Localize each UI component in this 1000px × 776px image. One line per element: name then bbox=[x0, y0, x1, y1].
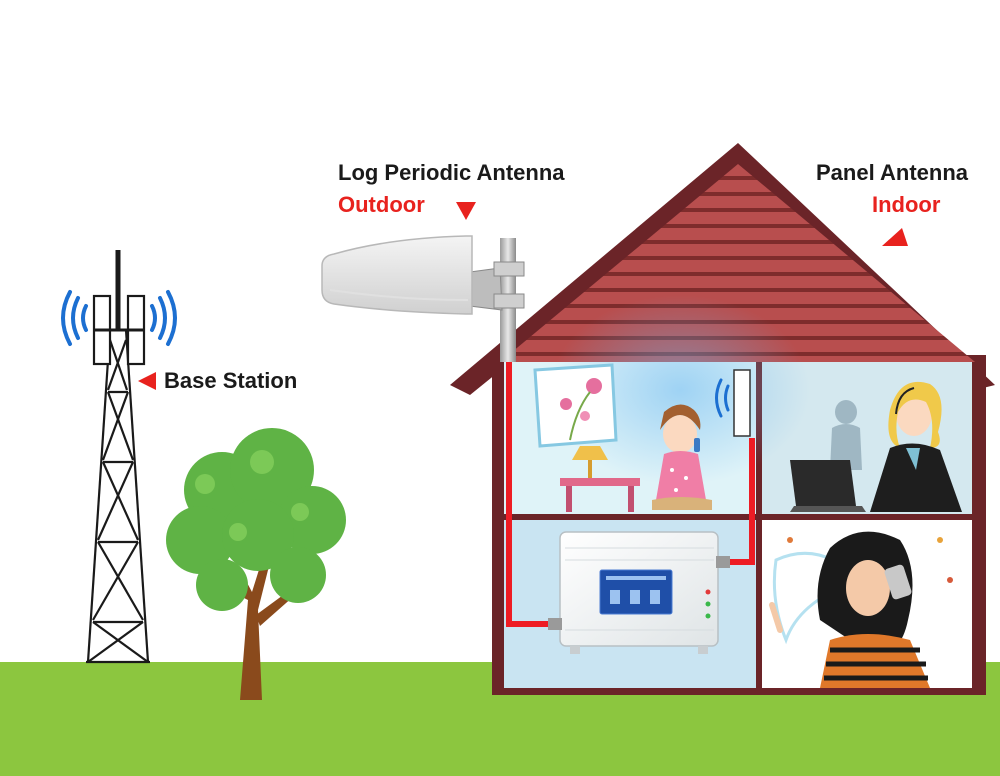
signal-waves-icon bbox=[61, 290, 177, 346]
base-station-label: Base Station bbox=[164, 368, 298, 393]
panel-antenna-device bbox=[733, 369, 751, 437]
indoor-signal-waves-icon bbox=[715, 378, 730, 418]
log-periodic-antenna-label: Log Periodic Antenna bbox=[338, 160, 565, 185]
coax-cable bbox=[506, 352, 755, 627]
bedroom-scene bbox=[769, 531, 953, 688]
signal-booster-device bbox=[548, 531, 730, 654]
tree bbox=[166, 428, 346, 700]
table-lamp bbox=[560, 446, 640, 512]
red-triangle-arrow-icon bbox=[882, 228, 908, 246]
girl-on-phone bbox=[652, 404, 712, 510]
red-triangle-arrow-icon bbox=[138, 372, 156, 390]
base-station-tower bbox=[86, 250, 150, 664]
panel-antenna-label: Panel Antenna bbox=[816, 160, 968, 185]
outdoor-label: Outdoor bbox=[338, 192, 425, 217]
indoor-label: Indoor bbox=[872, 192, 941, 217]
red-triangle-arrow-icon bbox=[456, 202, 476, 220]
log-periodic-antenna-device bbox=[321, 235, 525, 362]
office-scene bbox=[790, 381, 962, 512]
wall-picture bbox=[533, 363, 618, 448]
